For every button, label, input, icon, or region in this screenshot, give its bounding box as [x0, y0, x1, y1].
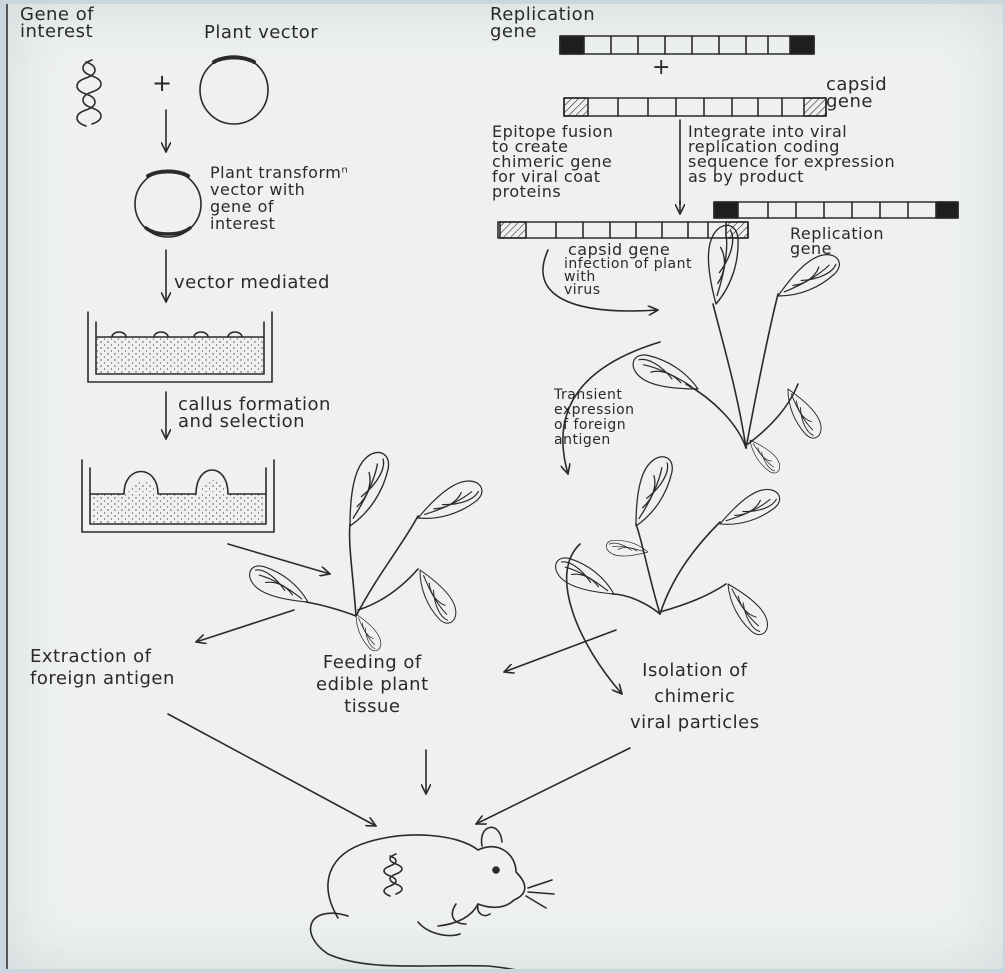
label-isolation: Isolation of chimeric viral particles — [630, 658, 760, 736]
culture-dish-2 — [82, 460, 274, 532]
label-transient-expression: Transient expression of foreign antigen — [554, 388, 635, 448]
capsid-gene-bar-top — [564, 98, 826, 116]
label-plant-vector: Plant vector — [204, 24, 318, 41]
label-callus-formation: callus formation and selection — [178, 396, 331, 430]
replication-gene-bar-bottom — [714, 202, 958, 218]
transgenic-plant-drawing-left — [248, 450, 485, 652]
chimeric-capsid-gene-bar — [498, 222, 748, 238]
replication-gene-bar-top — [560, 36, 814, 54]
label-infection: infection of plant with virus — [564, 258, 692, 297]
label-feeding: Feeding of edible plant tissue — [316, 652, 429, 718]
label-plus-right: + — [652, 58, 671, 77]
label-vector-mediated: vector mediated — [174, 274, 330, 291]
label-extraction: Extraction of foreign antigen — [30, 646, 175, 690]
mouse-drawing — [311, 827, 554, 969]
label-plant-transform-vector: Plant transformⁿ vector with gene of int… — [210, 164, 348, 232]
label-replication-gene-top: Replication gene — [490, 6, 595, 40]
label-capsid-gene-top: capsid gene — [826, 76, 887, 110]
transgenic-plant-drawing-right — [554, 454, 782, 636]
label-capsid-gene-bottom: capsid gene — [568, 242, 670, 257]
label-integrate-viral: Integrate into viral replication coding … — [688, 124, 895, 184]
gene-helix-icon — [77, 60, 101, 126]
culture-dish-1 — [88, 312, 272, 382]
label-replication-gene-bottom: Replication gene — [790, 226, 884, 256]
label-gene-of-interest: Gene of interest — [20, 6, 94, 40]
label-epitope-fusion: Epitope fusion to create chimeric gene f… — [492, 124, 613, 199]
paper-sheet: Gene of interest Plant vector + Plant tr… — [6, 4, 1003, 969]
plant-vector-plasmid-icon — [200, 56, 268, 124]
label-plus-left: + — [152, 74, 173, 93]
transformed-vector-icon — [135, 171, 201, 237]
